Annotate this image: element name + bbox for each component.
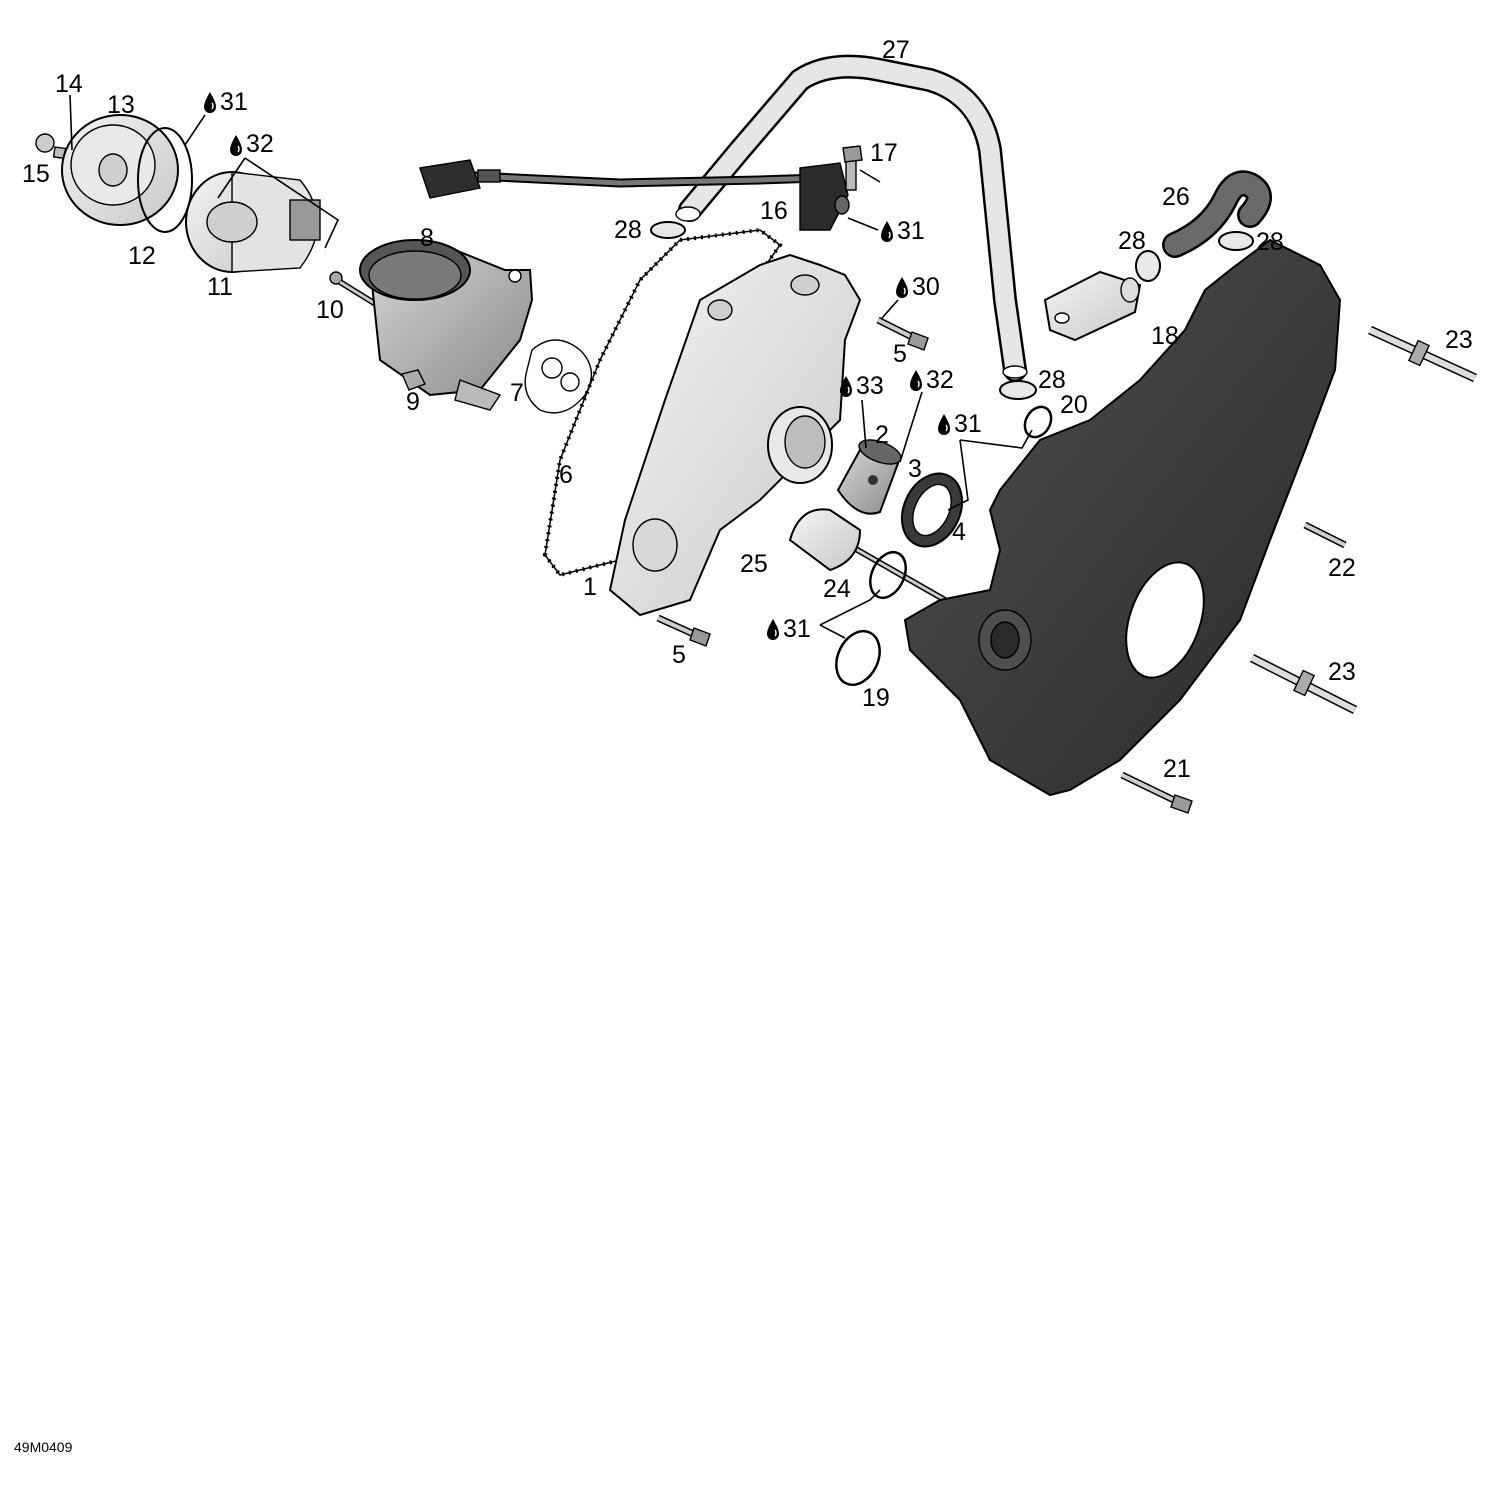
bolt-5-lower <box>656 614 711 647</box>
bushing <box>836 439 902 515</box>
callout-9: 9 <box>406 388 420 416</box>
svg-text:32: 32 <box>926 366 954 394</box>
filter-housing-gasket <box>524 339 593 414</box>
bolt-5-upper <box>876 316 929 351</box>
figure-id: 49M0409 <box>14 1439 73 1455</box>
callout-21: 21 <box>1163 755 1191 783</box>
oil-drop-icon <box>203 91 217 114</box>
callout-2: 2 <box>875 421 889 449</box>
lubricant-31-o-rings-upper: 31 <box>937 410 982 438</box>
callout-5-upper: 5 <box>893 340 907 368</box>
callout-28-pipe-end: 28 <box>1038 366 1066 394</box>
callout-26: 26 <box>1162 183 1190 211</box>
bolt-17 <box>842 145 863 191</box>
lubricant-30-bolt: 30 <box>895 273 940 301</box>
callout-18: 18 <box>1151 322 1179 350</box>
crankcase-cover <box>608 253 862 617</box>
svg-text:33: 33 <box>856 372 884 400</box>
callout-1: 1 <box>583 573 597 601</box>
callout-11: 11 <box>207 273 233 301</box>
dipstick <box>788 508 947 603</box>
svg-text:31: 31 <box>220 88 248 116</box>
callout-14: 14 <box>55 70 83 98</box>
callout-19: 19 <box>862 684 890 712</box>
callout-12: 12 <box>128 242 156 270</box>
oil-drop-icon <box>880 220 894 243</box>
svg-text:31: 31 <box>897 217 925 245</box>
callout-17: 17 <box>870 139 898 167</box>
oil-filter-housing <box>359 239 534 411</box>
callout-6: 6 <box>559 461 573 489</box>
svg-text:30: 30 <box>912 273 940 301</box>
lubricant-callouts: 31 32 31 30 33 32 31 31 <box>203 88 982 643</box>
lubricant-31-sensor: 31 <box>880 217 925 245</box>
callout-24: 24 <box>823 575 851 603</box>
lubricant-31-filter-cover: 31 <box>203 88 248 116</box>
svg-text:31: 31 <box>783 615 811 643</box>
callout-23-upper: 23 <box>1445 326 1473 354</box>
callout-8: 8 <box>420 224 434 252</box>
lubricant-33-bushing: 33 <box>839 372 884 400</box>
o-ring-20 <box>1023 405 1053 439</box>
stud-23-upper <box>1368 325 1477 383</box>
speed-sensor <box>799 162 850 231</box>
bolt-22 <box>1303 521 1347 549</box>
oil-drop-icon <box>766 618 780 641</box>
hose-clamp-upper-b <box>1218 231 1254 251</box>
callout-13: 13 <box>107 91 135 119</box>
o-ring-19 <box>835 630 881 686</box>
oil-drop-icon <box>909 369 923 392</box>
drain-plug <box>401 369 426 391</box>
callout-25: 25 <box>740 550 768 578</box>
oil-filter <box>185 171 321 273</box>
lubricant-31-o-rings-lower: 31 <box>766 615 811 643</box>
callout-28-upper-b: 28 <box>1256 228 1284 256</box>
leader-lines <box>69 94 1033 639</box>
cover-gasket <box>542 227 783 578</box>
coolant-hose <box>1162 170 1272 258</box>
outer-cover <box>903 238 1342 797</box>
callout-23-lower: 23 <box>1328 658 1356 686</box>
oil-drop-icon <box>895 276 909 299</box>
stud-23-lower <box>1249 653 1358 715</box>
callout-20: 20 <box>1060 391 1088 419</box>
coolant-outlet-fitting <box>1043 270 1142 342</box>
coolant-pipe <box>675 54 1028 382</box>
oil-drop-icon <box>937 413 951 436</box>
sensor-harness <box>419 159 821 199</box>
callout-5-lower: 5 <box>672 641 686 669</box>
hose-clamp-pipe-end <box>999 380 1037 400</box>
callout-16: 16 <box>760 197 788 225</box>
callout-15: 15 <box>22 160 50 188</box>
svg-text:32: 32 <box>246 130 274 158</box>
callout-labels: 1 2 3 4 5 5 6 7 8 9 10 11 12 13 14 15 16… <box>22 36 1473 783</box>
lubricant-32-filter: 32 <box>229 130 274 158</box>
callout-7: 7 <box>510 379 524 407</box>
callout-4: 4 <box>952 518 966 546</box>
callout-27: 27 <box>882 36 910 64</box>
lubricant-32-seal: 32 <box>909 366 954 394</box>
bolt-21 <box>1120 771 1193 814</box>
callout-28-left: 28 <box>614 216 642 244</box>
oil-drop-icon <box>229 134 243 157</box>
svg-text:31: 31 <box>954 410 982 438</box>
oil-seal <box>900 472 964 548</box>
oil-filter-cover <box>35 114 193 233</box>
callout-3: 3 <box>908 455 922 483</box>
hose-clamp-upper-a <box>1135 250 1161 282</box>
hose-clamp-left <box>650 221 686 239</box>
callout-28-upper-a: 28 <box>1118 227 1146 255</box>
callout-10: 10 <box>316 296 344 324</box>
callout-22: 22 <box>1328 554 1356 582</box>
